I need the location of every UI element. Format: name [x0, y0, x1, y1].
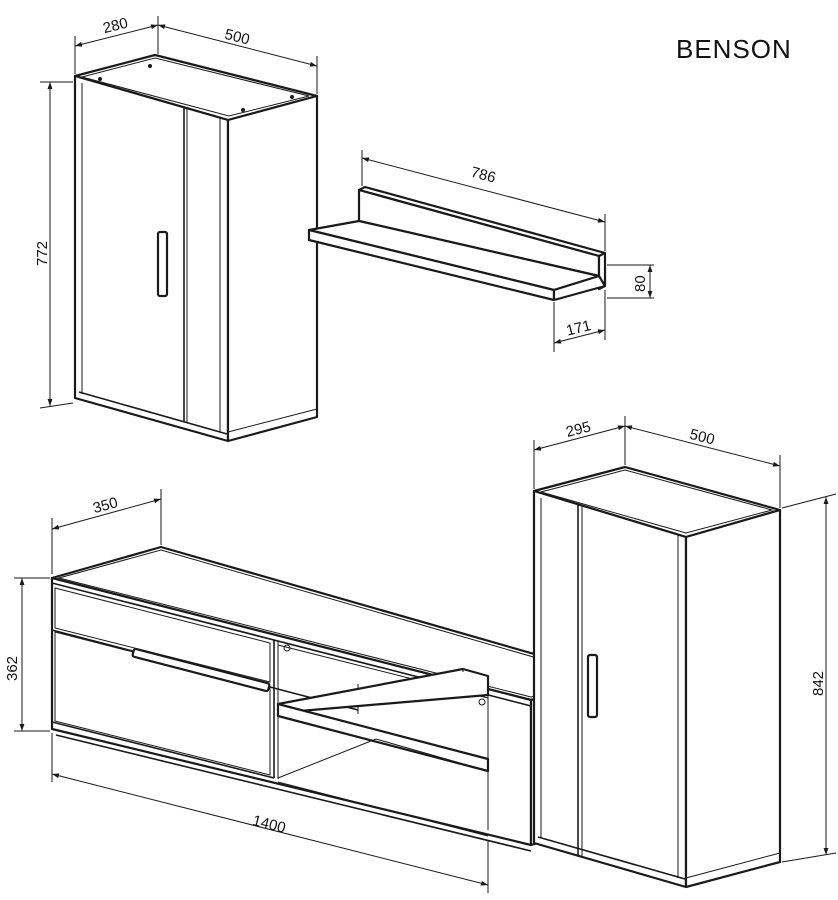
- wall-cabinet-handle: [156, 230, 169, 298]
- tv-unit-height-label: 362: [4, 656, 21, 681]
- shelf-height-label: 80: [632, 275, 649, 292]
- wall-cabinet-depth-label: 280: [101, 15, 129, 38]
- tv-unit-depth-label: 350: [91, 494, 120, 517]
- wall-cabinet: 280 500 772: [34, 15, 319, 443]
- tv-unit-drawer-handle: [131, 647, 271, 693]
- tall-cabinet-width-label: 500: [688, 426, 716, 449]
- tall-cabinet-depth-label: 295: [564, 418, 592, 441]
- shelf-width-label: 786: [469, 164, 498, 187]
- tall-cabinet-front: [532, 489, 688, 889]
- shelf-board-side: [552, 274, 607, 302]
- tv-unit: 350 362 1400: [4, 489, 620, 893]
- wall-shelf: 786 80 171: [307, 150, 654, 352]
- tv-unit-top-drawer: [54, 587, 271, 683]
- tall-cabinet-handle: [586, 653, 599, 719]
- tall-cabinet-side: [684, 508, 782, 889]
- wall-cabinet-height-label: 772: [34, 241, 51, 266]
- wall-cabinet-width-label: 500: [223, 26, 251, 49]
- tv-unit-width-label: 1400: [251, 812, 287, 837]
- wall-cabinet-front: [73, 74, 230, 443]
- tall-cabinet-height-label: 842: [810, 671, 827, 696]
- tall-cabinet: 295 500 842: [532, 416, 837, 889]
- product-title: BENSON: [676, 34, 792, 64]
- wall-cabinet-side: [226, 94, 319, 443]
- shelf-depth-label: 171: [564, 317, 592, 340]
